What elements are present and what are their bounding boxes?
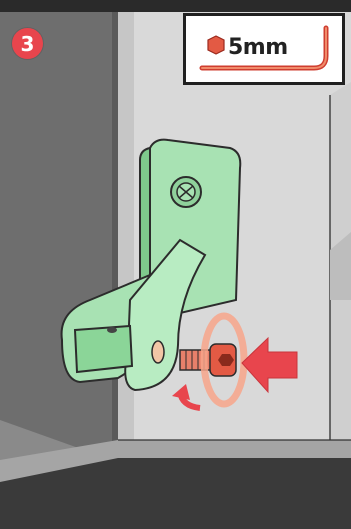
tool-size-label: 5mm [228,35,288,60]
top-frame [0,0,351,12]
step-number-badge: 3 [12,28,43,59]
bolt-hole [152,341,164,363]
tool-callout: 5mm [183,13,345,85]
hex-connector [75,326,132,372]
hex-head-icon [208,36,224,54]
